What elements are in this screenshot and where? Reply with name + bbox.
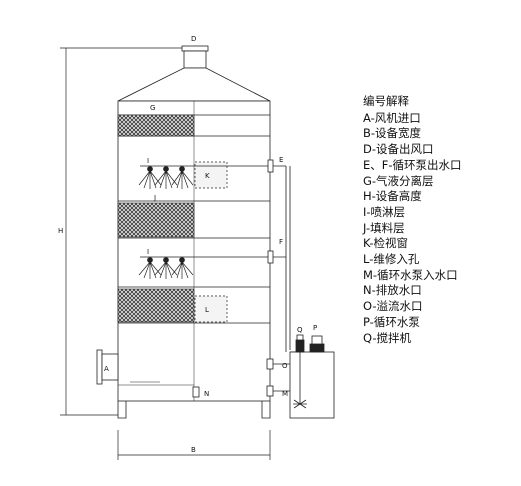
legend-title: 编号解释	[363, 94, 409, 108]
label-I-upper: I	[147, 157, 149, 165]
label-D: D	[191, 35, 196, 43]
legend-item: G-气液分离层	[363, 173, 434, 188]
label-J: J	[153, 194, 156, 202]
legend-item: J-填料层	[363, 220, 405, 235]
fan-inlet	[96, 349, 119, 385]
gas-liquid-separator-layer	[117, 114, 195, 137]
label-H: H	[58, 227, 63, 235]
label-A: A	[104, 365, 109, 373]
tower-body	[117, 100, 271, 402]
legend-item: A-风机进口	[363, 110, 421, 125]
legend-item: M-循环水泵入水口	[363, 267, 458, 282]
label-N: N	[204, 390, 209, 398]
drain-outlet	[192, 386, 200, 398]
spray-layer-upper	[138, 165, 194, 189]
outlet-duct	[181, 45, 209, 69]
legend-item: L-维修入孔	[363, 252, 420, 267]
label-Q: Q	[297, 326, 303, 334]
tower-legs	[117, 401, 271, 419]
water-basin	[118, 381, 194, 386]
legend-item: H-设备高度	[363, 189, 422, 204]
packing-layer-upper	[117, 202, 195, 238]
label-I-lower: I	[147, 248, 149, 256]
label-F: F	[279, 238, 283, 246]
label-P: P	[313, 324, 317, 332]
label-E: E	[279, 156, 283, 164]
label-O: O	[282, 362, 288, 370]
circulation-tank	[289, 351, 335, 419]
legend-item: O-溢流水口	[363, 299, 423, 314]
legend-item: D-设备出风口	[363, 142, 434, 157]
legend-item: K-检视窗	[363, 236, 408, 251]
legend-item: P-循环水泵	[363, 314, 420, 329]
maintenance-manhole	[194, 295, 228, 323]
legend: 编号解释 A-风机进口 B-设备宽度 D-设备出风口 E、F-循环泵出水口 G-…	[363, 94, 513, 346]
label-L: L	[205, 306, 209, 314]
circulation-pump	[309, 335, 325, 353]
label-K: K	[205, 172, 210, 180]
spray-layer-lower	[138, 256, 194, 279]
spray-header-pipes	[194, 159, 302, 353]
label-G: G	[150, 104, 155, 112]
legend-item: N-排放水口	[363, 283, 422, 298]
legend-item: Q-搅拌机	[363, 330, 412, 345]
agitator	[293, 334, 307, 409]
overflow-and-pump-inlet	[266, 358, 290, 397]
packing-layer-lower	[117, 288, 195, 323]
legend-item: B-设备宽度	[363, 126, 422, 141]
legend-item: E、F-循环泵出水口	[363, 157, 462, 172]
tower-cone	[117, 67, 271, 102]
height-dimension	[60, 47, 182, 416]
label-M: M	[282, 390, 288, 398]
legend-item: I-喷淋层	[363, 204, 406, 219]
label-B: B	[191, 446, 196, 454]
width-dimension	[117, 430, 271, 460]
